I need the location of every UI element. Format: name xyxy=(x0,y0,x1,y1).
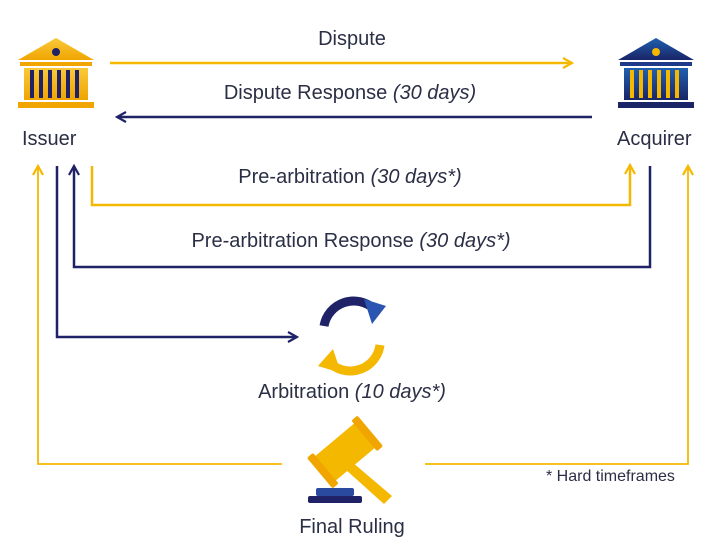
pre-arbitration-timeframe: (30 days*) xyxy=(370,166,462,188)
dispute-label-text: Dispute xyxy=(318,28,386,50)
arbitration-label-text: Arbitration xyxy=(258,381,350,403)
arbitration-timeframe: (10 days*) xyxy=(354,381,446,403)
footnote-hard-timeframes: * Hard timeframes xyxy=(546,468,675,485)
dispute-response-timeframe: (30 days) xyxy=(392,82,477,104)
pre-arbitration-response-label-text: Pre-arbitration Response xyxy=(191,230,414,252)
pre-arbitration-label: Pre-arbitration (30 days*) xyxy=(238,166,461,189)
arbitration-label: Arbitration (10 days*) xyxy=(258,381,446,404)
final-ruling-to-issuer-arrow xyxy=(38,166,282,465)
pre-arbitration-arrow xyxy=(90,165,630,207)
dispute-response-label: Dispute Response (30 days) xyxy=(224,82,476,105)
issuer-bank-icon xyxy=(18,38,94,108)
issuer-to-arbitration-arrow xyxy=(55,166,297,337)
final-ruling-to-acquirer-arrow xyxy=(425,166,688,465)
gavel-icon xyxy=(307,416,392,504)
refresh-cycle-icon xyxy=(318,296,386,376)
acquirer-bank-icon xyxy=(618,38,694,108)
acquirer-label: Acquirer xyxy=(617,128,692,150)
dispute-label: Dispute xyxy=(318,28,386,51)
final-ruling-label: Final Ruling xyxy=(299,516,405,538)
dispute-response-label-text: Dispute Response xyxy=(223,82,388,104)
pre-arbitration-response-label: Pre-arbitration Response (30 days*) xyxy=(191,230,510,253)
issuer-label: Issuer xyxy=(22,128,77,150)
pre-arbitration-response-arrow xyxy=(74,166,652,269)
pre-arbitration-label-text: Pre-arbitration xyxy=(238,166,365,188)
pre-arbitration-response-timeframe: (30 days*) xyxy=(419,230,511,252)
